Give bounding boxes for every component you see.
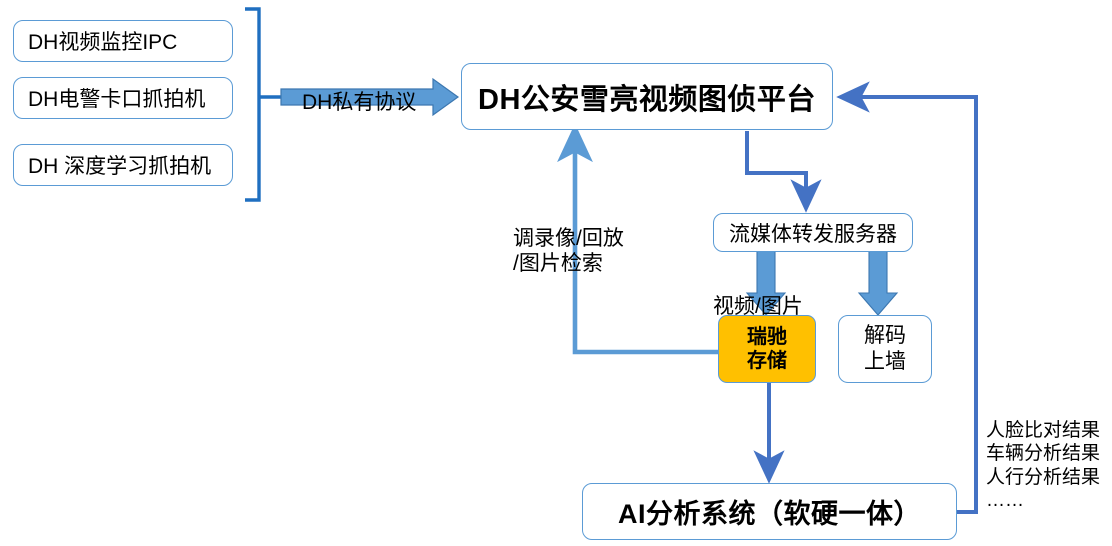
platform-label: DH公安雪亮视频图侦平台 bbox=[478, 83, 816, 116]
decode-label-line2: 上墙 bbox=[864, 350, 906, 373]
ai-system-label: AI分析系统（软硬一体） bbox=[618, 499, 921, 529]
decode-label-line1: 解码 bbox=[864, 323, 906, 347]
edge-storage-to-platform bbox=[557, 123, 718, 355]
node-ai-system[interactable]: AI分析系统（软硬一体） bbox=[582, 483, 957, 540]
edge-ai-to-platform bbox=[836, 81, 978, 514]
edge-label-results: 人脸比对结果 车辆分析结果 人行分析结果 …… bbox=[986, 396, 1100, 512]
edge-label-protocol: DH私有协议 bbox=[302, 64, 416, 115]
edge-protocol-arrow bbox=[280, 77, 460, 117]
edge-label-playback: 调录像/回放 /图片检索 bbox=[513, 200, 624, 277]
playback-text: 调录像/回放 /图片检索 bbox=[513, 226, 624, 276]
results-text: 人脸比对结果 车辆分析结果 人行分析结果 …… bbox=[986, 420, 1101, 511]
media-text: 视频/图片 bbox=[713, 294, 803, 318]
edge-stream-to-decode bbox=[857, 249, 899, 316]
source-group-brace bbox=[245, 7, 281, 202]
node-storage[interactable]: 瑞驰 存储 bbox=[718, 315, 816, 383]
source-box-ipc[interactable]: DH视频监控IPC bbox=[13, 20, 233, 62]
node-decode-wall[interactable]: 解码 上墙 bbox=[838, 315, 932, 383]
node-platform[interactable]: DH公安雪亮视频图侦平台 bbox=[461, 63, 833, 130]
source-label: DH 深度学习抓拍机 bbox=[28, 155, 212, 178]
edge-stream-to-storage bbox=[745, 249, 787, 316]
edge-platform-to-stream bbox=[745, 131, 822, 213]
storage-label-line2: 存储 bbox=[747, 350, 787, 372]
source-label: DH视频监控IPC bbox=[28, 31, 178, 54]
node-stream-server[interactable]: 流媒体转发服务器 bbox=[713, 213, 913, 252]
storage-label-line1: 瑞驰 bbox=[747, 326, 787, 348]
source-label: DH电警卡口抓拍机 bbox=[28, 88, 206, 111]
stream-server-label: 流媒体转发服务器 bbox=[729, 222, 897, 246]
source-box-traffic-camera[interactable]: DH电警卡口抓拍机 bbox=[13, 77, 233, 119]
edge-label-media: 视频/图片 bbox=[713, 268, 803, 319]
protocol-text: DH私有协议 bbox=[302, 90, 417, 114]
source-box-deep-learning-camera[interactable]: DH 深度学习抓拍机 bbox=[13, 144, 233, 186]
